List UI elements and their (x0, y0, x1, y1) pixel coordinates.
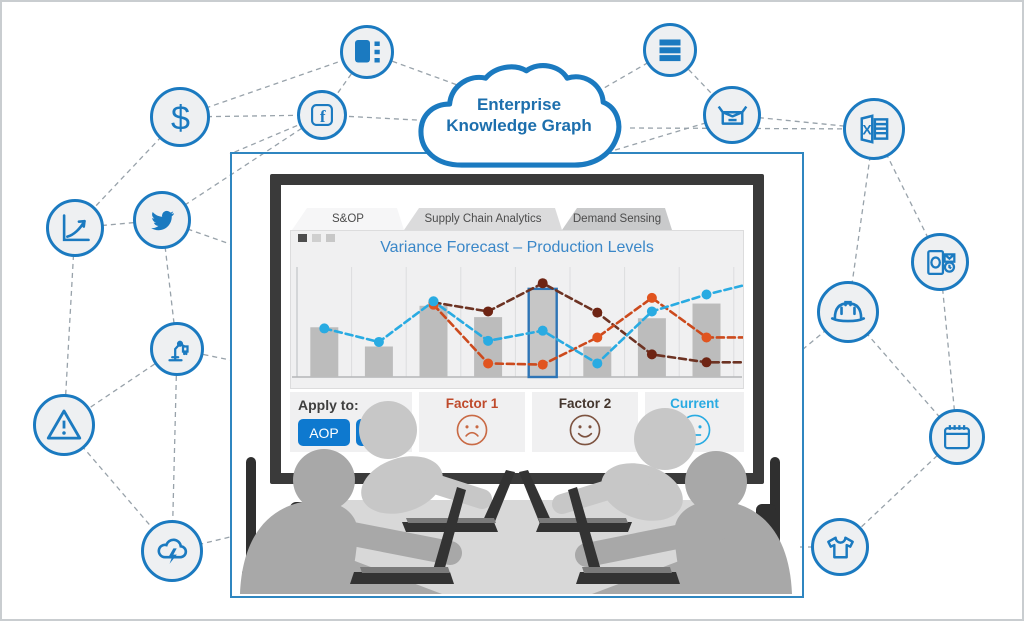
factor-2-face-icon (532, 410, 638, 450)
svg-text:X: X (862, 121, 872, 137)
cloud-shape (408, 58, 630, 176)
calendar-icon (929, 409, 985, 465)
person-front-left (240, 449, 462, 594)
chart-title: Variance Forecast – Production Levels (380, 239, 654, 256)
excel-icon: X (843, 98, 905, 160)
server-stack-icon (643, 23, 697, 77)
tab-supply-chain-analytics[interactable]: Supply Chain Analytics (404, 208, 562, 230)
warning-triangle-icon (33, 394, 95, 456)
facebook-icon: f (297, 90, 347, 140)
shipping-box-icon (703, 86, 761, 144)
tab-demand-sensing[interactable]: Demand Sensing (562, 208, 672, 230)
factor-1-section: Factor 1 (419, 392, 525, 452)
person-front-right-head (685, 451, 747, 513)
panel-dots (298, 234, 335, 242)
cloud-title-line2: Knowledge Graph (446, 116, 592, 135)
laptop-lower-left (350, 487, 466, 584)
tab-sop-label: S&OP (332, 213, 364, 225)
outlook-icon (911, 233, 969, 291)
factor-2-label: Factor 2 (558, 396, 612, 411)
hard-hat-icon (817, 281, 879, 343)
factor-1-label: Factor 1 (445, 396, 499, 411)
cloud-title: Enterprise Knowledge Graph (398, 94, 640, 136)
meeting-people (240, 401, 792, 594)
variance-chart (291, 264, 745, 385)
person-front-right (575, 451, 792, 594)
factor-2-section: Factor 2 (532, 392, 638, 452)
person-back-left-head (359, 401, 417, 459)
tab-sop[interactable]: S&OP (292, 208, 404, 230)
growth-chart-icon (46, 199, 104, 257)
laptop-lower-right (568, 487, 680, 584)
apply-to-label: Apply to: (298, 397, 359, 413)
tab-ds-label: Demand Sensing (572, 213, 662, 225)
cloud-title-line1: Enterprise (476, 95, 562, 114)
person-front-left-head (293, 449, 355, 511)
person-back-right-head (634, 408, 696, 470)
twitter-bird-icon (133, 191, 191, 249)
storm-cloud-icon (141, 520, 203, 582)
aop-button[interactable]: AOP (298, 419, 350, 446)
tab-sca-label: Supply Chain Analytics (424, 213, 542, 225)
robot-arm-icon (150, 322, 204, 376)
current-label: Current (670, 396, 719, 411)
t-shirt-icon (811, 518, 869, 576)
factor-1-face-icon (419, 410, 525, 450)
person-back-left (359, 401, 492, 514)
svg-text:$: $ (171, 99, 190, 137)
database-icon (340, 25, 394, 79)
svg-text:f: f (320, 107, 326, 126)
dollar-icon: $ (150, 87, 210, 147)
